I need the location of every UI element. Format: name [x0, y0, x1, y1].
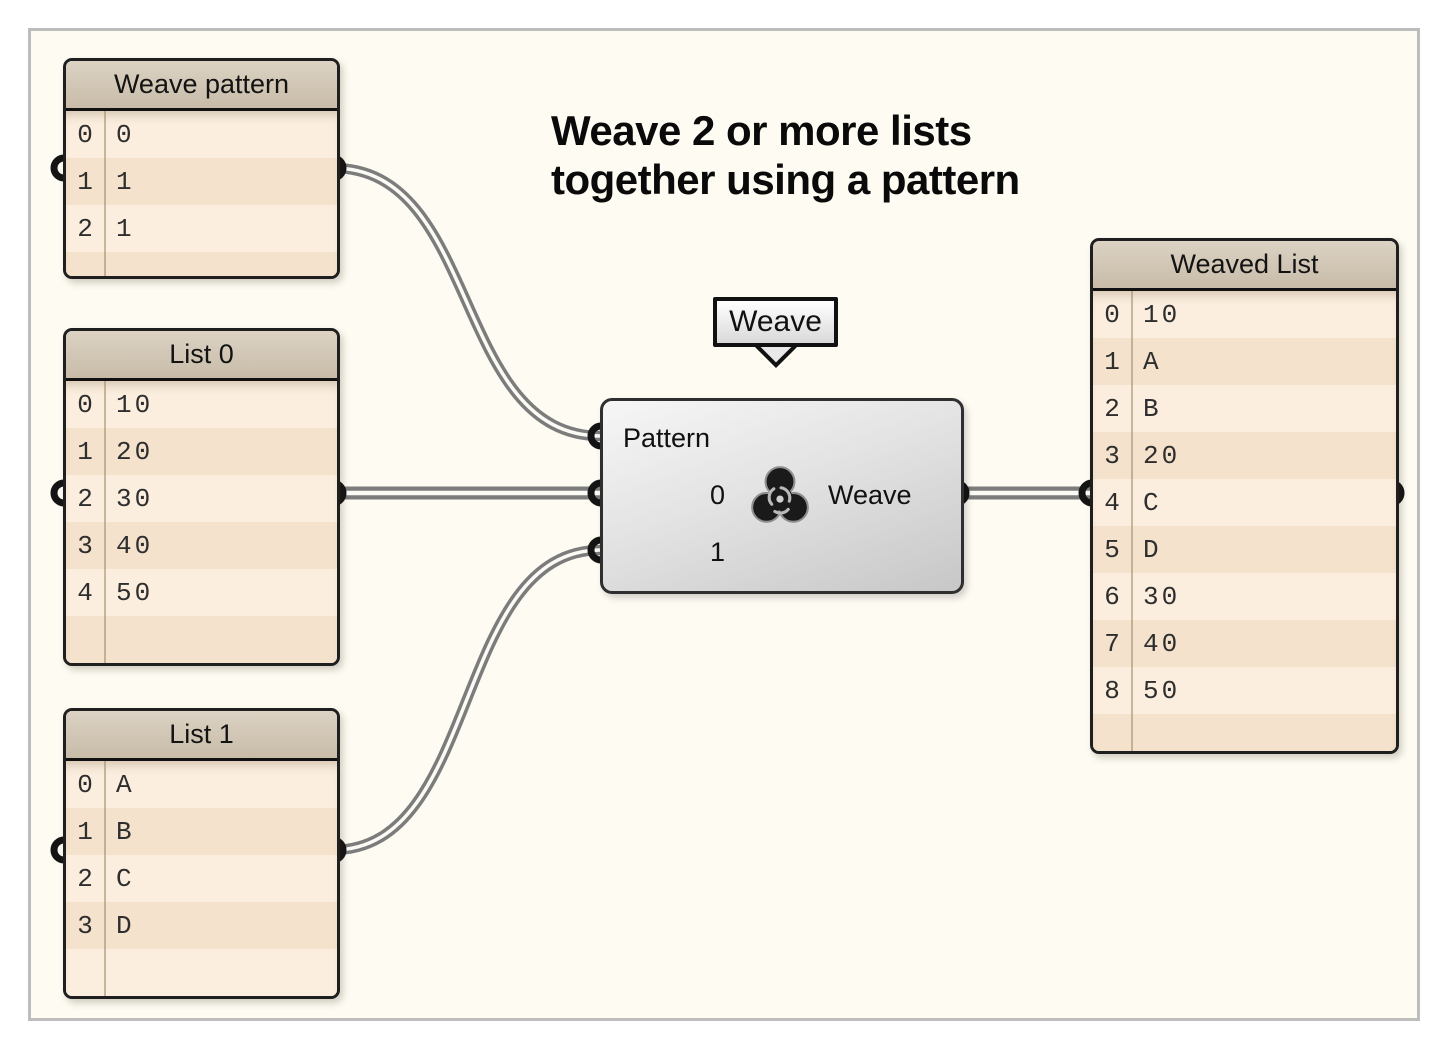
component-input-pattern-label: Pattern: [623, 423, 711, 453]
row-index: 4: [1104, 487, 1120, 518]
row-index: 8: [1104, 675, 1120, 706]
row-value: 20: [116, 436, 154, 467]
row-index: 6: [1104, 581, 1120, 612]
row-value: A: [1143, 346, 1162, 377]
tooltip-label: Weave: [729, 305, 822, 338]
row-value: 50: [1143, 675, 1181, 706]
weave-knot-icon: [751, 466, 809, 523]
index-divider: [1131, 291, 1133, 751]
row-index: 7: [1104, 628, 1120, 659]
row-value: B: [116, 816, 135, 847]
row-index: 0: [77, 769, 93, 800]
row-value: B: [1143, 393, 1162, 424]
row-value: 50: [116, 577, 154, 608]
row-value: 40: [116, 530, 154, 561]
row-value: 20: [1143, 440, 1181, 471]
row-index: 3: [77, 530, 93, 561]
tooltip: Weave: [713, 297, 838, 347]
panel-title: List 0: [66, 331, 337, 381]
panel-title: Weave pattern: [66, 61, 337, 111]
row-value: 40: [1143, 628, 1181, 659]
panel-title: List 1: [66, 711, 337, 761]
index-divider: [104, 381, 106, 663]
panel-body: 0 10 1 20 2 30 3 40 4 50: [66, 381, 337, 663]
title-line-2: together using a pattern: [551, 156, 1020, 203]
row-value: 30: [116, 483, 154, 514]
canvas-annotation-title: Weave 2 or more lists together using a p…: [551, 106, 1020, 204]
row-value: D: [116, 910, 135, 941]
row-value: C: [1143, 487, 1162, 518]
row-index: 0: [77, 389, 93, 420]
panel-row: 2 30: [66, 475, 337, 522]
row-value: C: [116, 863, 135, 894]
row-index: 0: [1104, 299, 1120, 330]
component-input-0-label: 0: [709, 480, 725, 510]
row-value: 1: [116, 166, 135, 197]
row-index: 1: [1104, 346, 1120, 377]
row-value: A: [116, 769, 135, 800]
row-index: 1: [77, 816, 93, 847]
panel-row: 0 10: [1093, 291, 1396, 338]
panel-row: 1 20: [66, 428, 337, 475]
panel-row: 8 50: [1093, 667, 1396, 714]
index-divider: [104, 111, 106, 276]
panel-row: 3 20: [1093, 432, 1396, 479]
panel-row: 0 10: [66, 381, 337, 428]
row-index: 1: [77, 436, 93, 467]
panel-row: 3 40: [66, 522, 337, 569]
title-line-1: Weave 2 or more lists: [551, 107, 972, 154]
component-input-1-label: 1: [709, 537, 725, 567]
row-index: 2: [77, 863, 93, 894]
row-index: 2: [77, 483, 93, 514]
row-index: 2: [1104, 393, 1120, 424]
panel-list-0[interactable]: List 0 0 10 1 20 2 30 3 40 4 50: [63, 328, 340, 666]
index-divider: [104, 761, 106, 996]
row-value: 10: [1143, 299, 1181, 330]
row-index: 5: [1104, 534, 1120, 565]
component-output-label: Weave: [828, 480, 912, 510]
row-index: 0: [77, 119, 93, 150]
row-index: 1: [77, 166, 93, 197]
row-value: 10: [116, 389, 154, 420]
panel-row: 6 30: [1093, 573, 1396, 620]
row-value: 30: [1143, 581, 1181, 612]
row-value: D: [1143, 534, 1162, 565]
row-value: 1: [116, 213, 135, 244]
panel-row: 7 40: [1093, 620, 1396, 667]
panel-row: 4 50: [66, 569, 337, 616]
row-index: 3: [77, 910, 93, 941]
row-value: 0: [116, 119, 135, 150]
component-weave[interactable]: Pattern 0 1 Weave: [600, 398, 964, 594]
row-index: 2: [77, 213, 93, 244]
row-index: 4: [77, 577, 93, 608]
panel-title: Weaved List: [1093, 241, 1396, 291]
row-index: 3: [1104, 440, 1120, 471]
